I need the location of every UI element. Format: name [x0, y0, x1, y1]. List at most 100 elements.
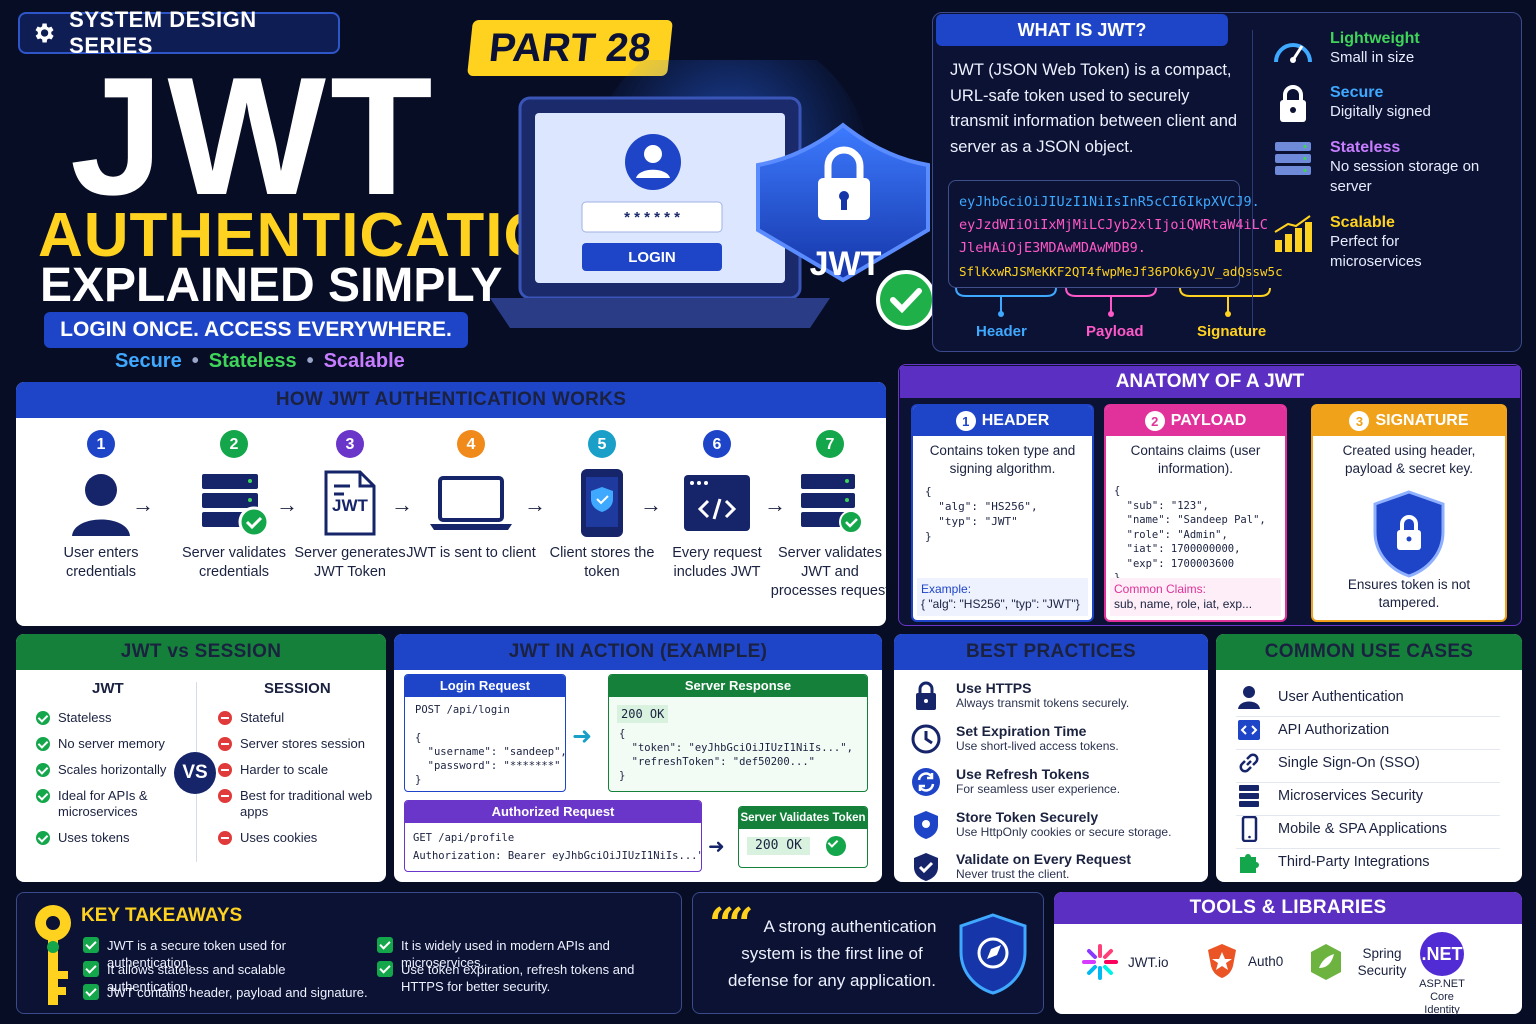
token-example: eyJhbGciOiJIUzI1NiIsInR5cCI6IkpXVCJ9. ey…	[948, 180, 1283, 288]
use-case-item: Single Sign-On (SSO)	[1236, 750, 1500, 783]
token-label-signature: Signature	[1197, 323, 1267, 340]
doc-label: JWT	[332, 496, 368, 515]
session-col-head: SESSION	[264, 680, 331, 697]
laptop-icon	[430, 476, 512, 530]
action-title: JWT IN ACTION (EXAMPLE)	[394, 634, 882, 670]
clock-icon	[911, 724, 941, 754]
step-6: 6 Every request includes JWT	[652, 430, 782, 582]
jwt-list: Stateless No server memory Scales horizo…	[36, 710, 176, 856]
takeaway-item: It allows stateless and scalable authent…	[83, 961, 373, 995]
takeaway-item: Use token expiration, refresh tokens and…	[377, 961, 677, 995]
jwt-vs-session-panel: JWT vs SESSION JWT SESSION VS Stateless …	[16, 634, 386, 882]
arrow-icon: →	[640, 492, 662, 517]
takeaway-item: It is widely used in modern APIs and mic…	[377, 937, 677, 971]
auth0-logo-icon	[1208, 944, 1236, 978]
use-case-item: API Authorization	[1236, 717, 1500, 750]
shield-lock-icon	[1373, 490, 1445, 578]
hero-title: JWT	[70, 42, 437, 230]
server-check-icon	[801, 474, 863, 534]
server-response-box: Server Response 200 OK { "token": "eyJhb…	[608, 674, 868, 792]
arrow-icon: ➜	[572, 723, 593, 750]
password-field: * * * * * *	[624, 208, 680, 226]
server-icon	[1239, 785, 1259, 807]
server-validates-box: Server Validates Token 200 OK	[738, 806, 868, 868]
how-it-works-panel: HOW JWT AUTHENTICATION WORKS 1 User ente…	[16, 382, 886, 626]
tool-spring[interactable]: Spring Security	[1308, 942, 1412, 982]
lock-icon	[1280, 85, 1306, 122]
step-7: 7 Server validates JWT and processes req…	[770, 430, 886, 601]
token-label-header: Header	[976, 323, 1027, 340]
token-line: eyJhbGciOiJIUzI1NiIsInR5cCI6IkpXVCJ9.	[959, 194, 1260, 210]
session-list: Stateful Server stores session Harder to…	[218, 710, 378, 856]
token-line: JleHAiOjE3MDAwMDAwMDB9.	[959, 240, 1146, 256]
login-button: LOGIN	[628, 248, 676, 266]
series-badge: SYSTEM DESIGN SERIES	[18, 7, 340, 58]
dotnet-logo-icon: .NET	[1420, 932, 1464, 976]
payload-code: { "sub": "123", "name": "Sandeep Pal", "…	[1114, 485, 1266, 584]
arrow-icon: →	[764, 492, 786, 517]
hero-pills: Secure• Stateless• Scalable	[115, 350, 405, 372]
tool-aspnet[interactable]: .NET ASP.NET Core Identity	[1400, 932, 1484, 1017]
jwt-in-action-panel: JWT IN ACTION (EXAMPLE) Login Request PO…	[394, 634, 882, 882]
takeaways-title: KEY TAKEAWAYS	[81, 905, 243, 926]
header-code: { "alg": "HS256", "typ": "JWT" }	[925, 485, 1038, 543]
server-icon	[1275, 142, 1311, 175]
tool-jwtio[interactable]: JWT.io	[1080, 942, 1169, 982]
gauge-icon	[1274, 43, 1312, 63]
document-icon	[324, 470, 376, 536]
how-title: HOW JWT AUTHENTICATION WORKS	[16, 382, 886, 418]
anatomy-title: ANATOMY OF A JWT	[900, 366, 1520, 398]
pill-scalable: Scalable	[323, 350, 405, 372]
pill-stateless: Stateless	[208, 350, 297, 372]
arrow-icon: →	[132, 492, 154, 517]
shield-compass-icon	[959, 913, 1027, 995]
uses-title: COMMON USE CASES	[1216, 634, 1522, 670]
authorized-request-box: Authorized Request GET /api/profile Auth…	[404, 800, 702, 872]
hero-subtitle-2: EXPLAINED SIMPLY	[40, 259, 503, 312]
what-is-jwt-text: JWT (JSON Web Token) is a compact, URL-s…	[950, 61, 1238, 156]
quote-mark: ““	[709, 899, 754, 950]
quote-text: A strong authentication system is the fi…	[728, 917, 937, 990]
spring-logo-icon	[1311, 944, 1341, 980]
mobile-icon	[1241, 816, 1258, 842]
lock-icon	[916, 681, 936, 710]
token-label-payload: Payload	[1086, 323, 1144, 340]
token-line: eyJzdWIiOiIxMjMiLCJyb2xlIjoiQWRtaW4iLC	[959, 217, 1268, 233]
shield-icon	[914, 811, 938, 839]
server-check-icon	[202, 474, 270, 538]
pill-secure: Secure	[115, 350, 182, 372]
step-3: 3 JWT Server generates JWT Token	[285, 430, 415, 582]
series-label: SYSTEM DESIGN SERIES	[69, 7, 257, 58]
token-brackets	[955, 287, 1271, 317]
use-case-item: Third-Party Integrations	[1236, 849, 1500, 881]
use-cases-panel: COMMON USE CASES User Authentication API…	[1216, 634, 1522, 882]
step-5: 5 Client stores the token	[537, 430, 667, 582]
jwt-col-head: JWT	[92, 680, 124, 697]
user-icon	[72, 474, 130, 536]
vs-title: JWT vs SESSION	[16, 634, 386, 670]
puzzle-icon	[1240, 854, 1259, 873]
jwt-logo-icon	[1082, 944, 1118, 980]
bar-chart-icon	[1274, 215, 1312, 252]
key-takeaways-panel: KEY TAKEAWAYS JWT is a secure token used…	[16, 892, 682, 1014]
hero-subtitle: AUTHENTICATION	[38, 201, 599, 270]
tool-auth0[interactable]: Auth0	[1204, 942, 1283, 980]
arrow-icon: →	[391, 492, 413, 517]
step-1: 1 User enters credentials	[36, 430, 166, 582]
code-icon	[1238, 720, 1260, 740]
shield-label: JWT	[809, 245, 882, 283]
takeaway-item: JWT contains header, payload and signatu…	[83, 984, 373, 1001]
use-case-item: Mobile & SPA Applications	[1236, 816, 1500, 849]
vs-badge: VS	[174, 752, 216, 794]
